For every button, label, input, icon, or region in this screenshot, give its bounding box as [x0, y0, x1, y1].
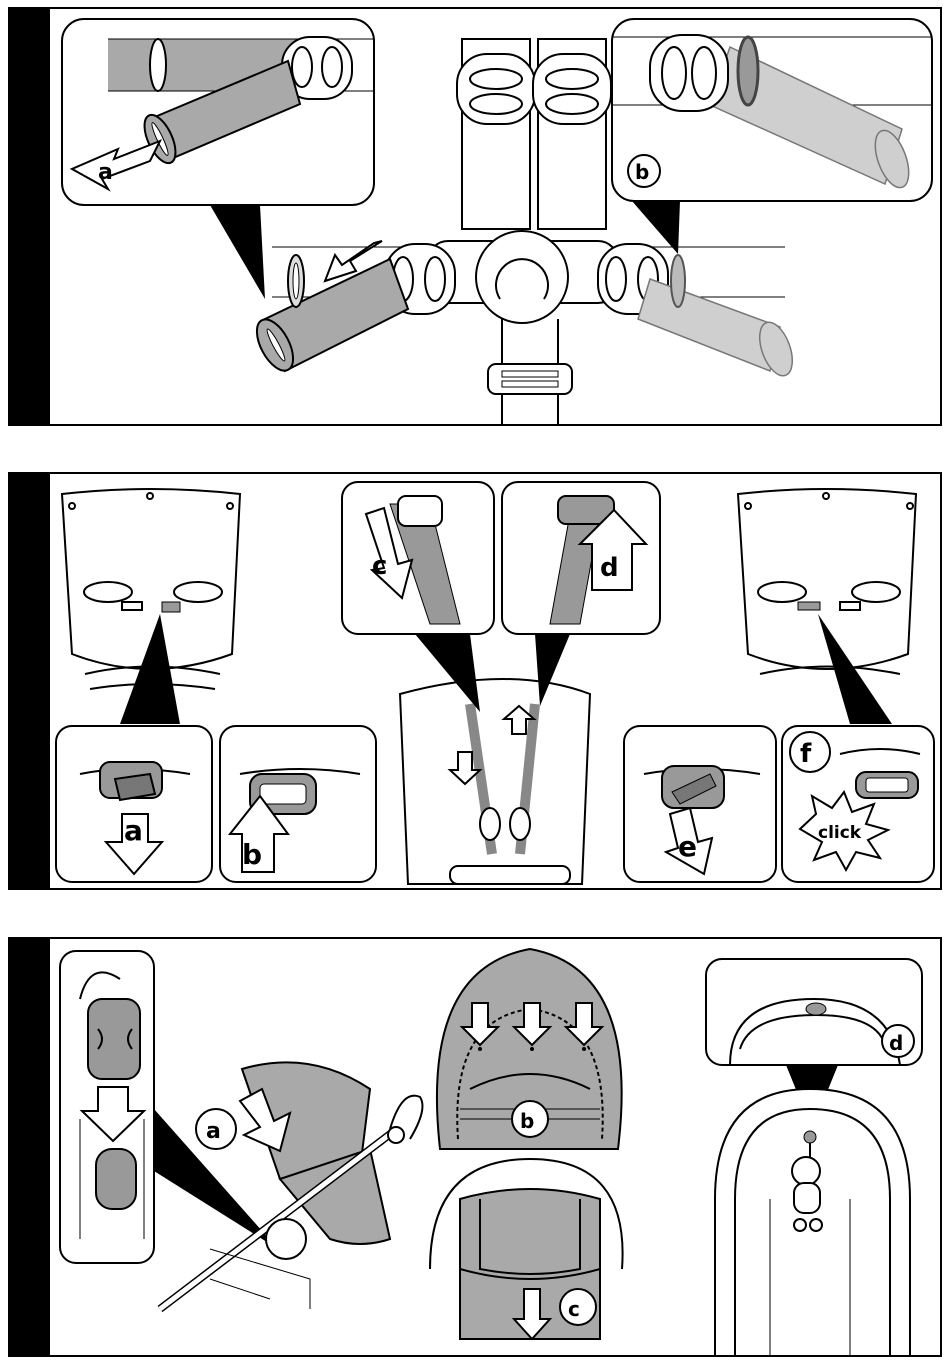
inset-3d-label: d — [889, 1031, 903, 1055]
panel-3-illustration: a b c — [10, 939, 942, 1357]
toy-head — [792, 1157, 820, 1185]
inset-2d-label: d — [600, 553, 619, 583]
inset-3a — [60, 951, 154, 1263]
canopy-c-label: c — [568, 1297, 580, 1321]
inset-b-label: b — [635, 160, 649, 184]
panel-2-illustration: a b c — [10, 474, 942, 890]
panel-1-illustration: a b — [10, 9, 942, 426]
canopy-b-label: b — [520, 1109, 534, 1133]
inset-2d: d — [502, 482, 660, 634]
stroller-front-toy — [715, 1089, 910, 1357]
panel-2-harness-height: a b c — [8, 472, 942, 890]
inset-a: a — [62, 19, 374, 299]
inset-2a-label: a — [124, 814, 143, 847]
inset-3a-label: a — [206, 1119, 221, 1144]
inset-2e-label: e — [678, 830, 697, 863]
inset-3d: d — [706, 959, 922, 1065]
inset-2c-label: c — [372, 551, 387, 581]
harness-buckle — [385, 231, 668, 323]
click-text: click — [818, 823, 862, 843]
inset-a-pointer — [210, 205, 265, 299]
inset-a-label: a — [98, 160, 113, 185]
inset-2b: b — [220, 726, 376, 882]
inset-2c: c — [342, 482, 494, 634]
panel-3-canopy: a b c — [8, 937, 942, 1357]
canopy-front-view: c — [430, 1159, 623, 1339]
seat-back-center — [400, 679, 590, 884]
panel-1-shoulder-pads: a b — [8, 7, 942, 426]
inset-2f: f click — [782, 726, 934, 882]
inset-b: b — [612, 19, 932, 254]
inset-2b-label: b — [242, 838, 262, 871]
inset-2a: a — [56, 726, 212, 882]
inset-2f-label: f — [800, 739, 812, 769]
seat-back-right — [738, 489, 916, 674]
inset-2e: e — [624, 726, 776, 882]
canopy-top-view: b — [437, 949, 622, 1149]
